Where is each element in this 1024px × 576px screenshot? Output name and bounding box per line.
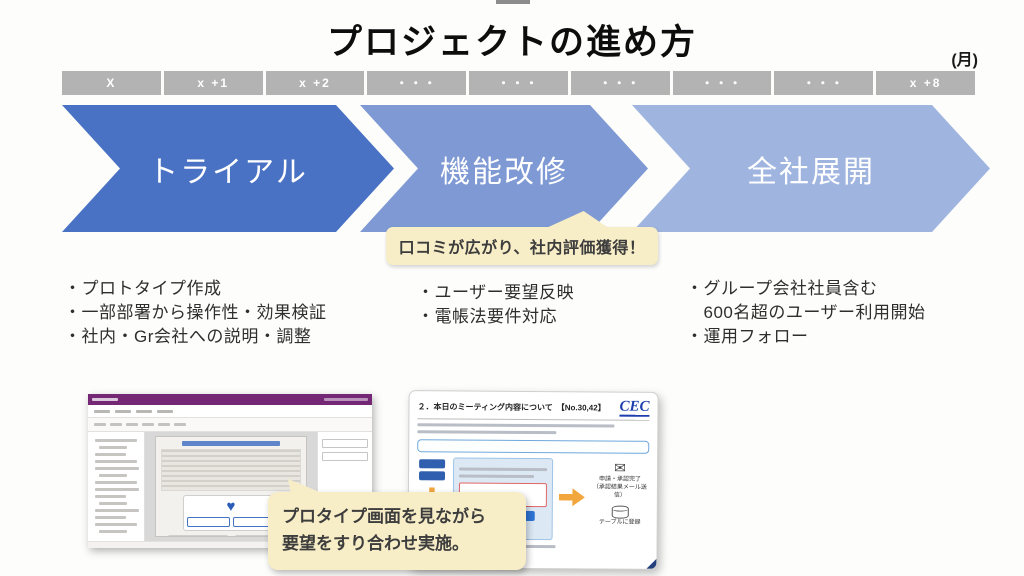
corner-fold-decoration <box>646 558 657 569</box>
phase-label: トライアル <box>148 155 308 189</box>
input-placeholder <box>322 452 368 461</box>
powerapps-statusbar <box>88 541 372 548</box>
database-icon <box>611 505 629 519</box>
heart-icon: ♥ <box>226 498 236 515</box>
phase-label: 機能改修 <box>440 155 568 189</box>
placeholder-line <box>417 423 615 428</box>
placeholder-line <box>95 467 139 470</box>
titlebar-controls-placeholder <box>324 398 368 401</box>
callout-text: 口コミが広がり、社内評価獲得！ <box>398 240 646 257</box>
timeline-segment: ・・・ <box>367 71 467 95</box>
timeline-bar: X x +1 x +2 ・・・ ・・・ ・・・ ・・・ ・・・ x +8 <box>62 71 976 95</box>
placeholder-line <box>99 530 127 533</box>
mail-caption-sub: （承認結果メール送信） <box>592 484 647 499</box>
cec-logo: CEC <box>619 398 650 417</box>
placeholder-line <box>95 460 137 463</box>
canvas-area: ♥ ▲ ☁ <box>145 432 317 541</box>
trial-bullet-list: ・プロトタイプ作成 ・一部部署から操作性・効果検証 ・社内・Gr会社への説明・調… <box>64 277 327 349</box>
titlebar-text-placeholder <box>92 398 118 401</box>
outline-button-placeholder <box>187 517 230 527</box>
timeline-segment: ・・・ <box>469 71 568 95</box>
bullet-item: ・ユーザー要望反映 <box>417 283 575 302</box>
db-caption: テーブルに登録 <box>598 519 641 526</box>
placeholder-line <box>95 509 139 512</box>
callout-text-line: プロタイプ画面を見ながら <box>282 507 486 526</box>
page-title: プロジェクトの進め方 <box>326 23 697 62</box>
placeholder-line <box>99 474 127 477</box>
mail-caption: 申請・承認完了 <box>598 476 642 483</box>
improvement-bullet-list: ・ユーザー要望反映 ・電帳法要件対応 <box>417 281 574 329</box>
powerapps-menubar <box>88 405 372 418</box>
blue-button-placeholder <box>419 459 446 469</box>
bullet-item: ・社内・Gr会社への説明・調整 <box>64 327 312 346</box>
bullet-item: 600名超のユーザー利用開始 <box>686 303 926 322</box>
timeline-segment: x +2 <box>265 71 365 95</box>
placeholder-line <box>99 446 127 449</box>
powerapps-ribbon <box>88 418 372 432</box>
phase-chevron-rollout: 全社展開 <box>632 105 990 232</box>
timeline-segment: X <box>62 71 161 95</box>
app-title-placeholder <box>182 441 280 446</box>
placeholder-line <box>95 495 126 498</box>
placeholder-line <box>95 439 137 442</box>
placeholder-line <box>95 481 137 484</box>
tree-view-panel <box>88 432 145 541</box>
callout-word-of-mouth: 口コミが広がり、社内評価獲得！ <box>386 211 658 265</box>
preview-card: ♥ <box>183 495 279 531</box>
rollout-bullet-list: ・グループ会社社員含む 600名超のユーザー利用開始 ・運用フォロー <box>686 277 926 349</box>
doc-heading: ２．本日のミーティング内容について 【No.30,42】 <box>417 402 606 413</box>
phase-chevron-trial: トライアル <box>62 105 394 232</box>
placeholder-line <box>95 523 137 526</box>
bullet-item: ・一部部署から操作性・効果検証 <box>64 303 327 322</box>
timeline-segment: ・・・ <box>672 71 772 95</box>
preview-card: ▲ <box>167 535 229 536</box>
highlighted-input-box <box>417 439 650 454</box>
placeholder-line <box>95 516 126 519</box>
timeline-unit-label: (月) <box>951 52 978 69</box>
top-notch-decoration <box>496 0 530 4</box>
right-arrow-icon <box>559 488 585 506</box>
placeholder-line <box>95 453 126 456</box>
bullet-item: ・電帳法要件対応 <box>417 307 557 326</box>
powerapps-titlebar <box>88 394 372 405</box>
timeline-segment: ・・・ <box>774 71 874 95</box>
timeline-segment: x +8 <box>876 71 976 95</box>
input-placeholder <box>322 439 368 448</box>
placeholder-line <box>417 430 557 435</box>
blurred-content-placeholder <box>161 449 301 491</box>
callout-text-line: 要望をすり合わせ実施。 <box>282 534 469 553</box>
timeline-segment: ・・・ <box>570 71 670 95</box>
phase-label: 全社展開 <box>747 155 875 189</box>
app-preview-artboard: ♥ ▲ ☁ <box>155 436 307 537</box>
blue-button-placeholder <box>418 471 446 481</box>
placeholder-line <box>95 488 139 491</box>
callout-prototype: プロタイプ画面を見ながら 要望をすり合わせ実施。 <box>268 479 526 570</box>
bullet-item: ・プロトタイプ作成 <box>64 279 222 298</box>
phase-chevron-improvement: 機能改修 <box>360 105 648 232</box>
placeholder-line <box>99 502 127 505</box>
mail-icon: ✉ <box>614 459 627 476</box>
bullet-item: ・グループ会社社員含む <box>686 279 878 298</box>
timeline-segment: x +1 <box>163 71 263 95</box>
bullet-item: ・運用フォロー <box>686 327 809 346</box>
powerapps-body: ♥ ▲ ☁ <box>88 432 372 541</box>
